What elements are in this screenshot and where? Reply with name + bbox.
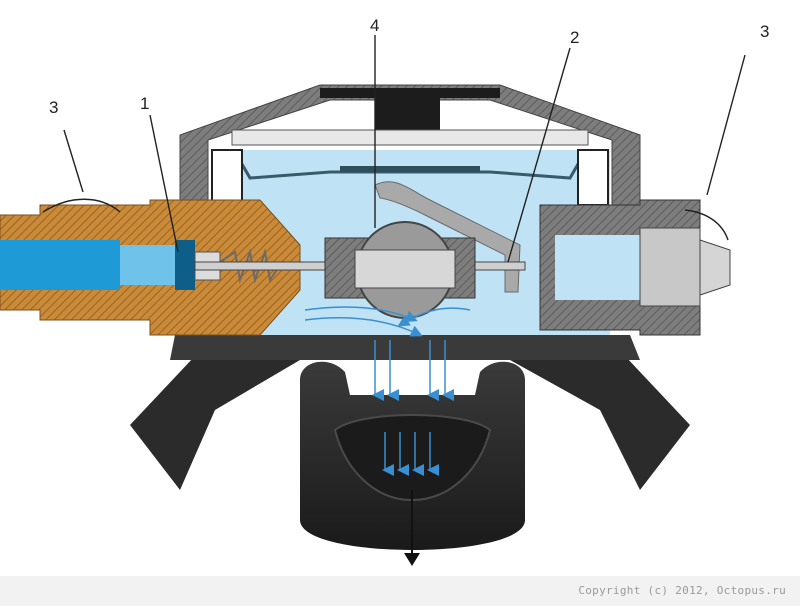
- callout-1: 1: [140, 94, 149, 113]
- purge-valve-housing: [324, 221, 476, 319]
- rubber-housing: [130, 330, 690, 490]
- callout-4: 4: [370, 16, 379, 35]
- airflow-arrows: [304, 306, 471, 476]
- callout-3-left: 3: [49, 98, 58, 117]
- copyright-text: Copyright (c) 2012, Octopus.ru: [578, 584, 786, 597]
- callout-2: 2: [570, 28, 579, 47]
- side-clamps: [211, 149, 609, 206]
- right-inlet-fitting: [539, 199, 731, 336]
- lever: [374, 181, 521, 293]
- callout-leaders: [42, 35, 746, 263]
- left-inlet-fitting: [0, 199, 301, 336]
- mouthpiece: [300, 361, 525, 550]
- exhaust-arrow: [404, 490, 420, 566]
- footer-bar: Copyright (c) 2012, Octopus.ru: [0, 576, 800, 606]
- callout-3-right: 3: [760, 22, 769, 41]
